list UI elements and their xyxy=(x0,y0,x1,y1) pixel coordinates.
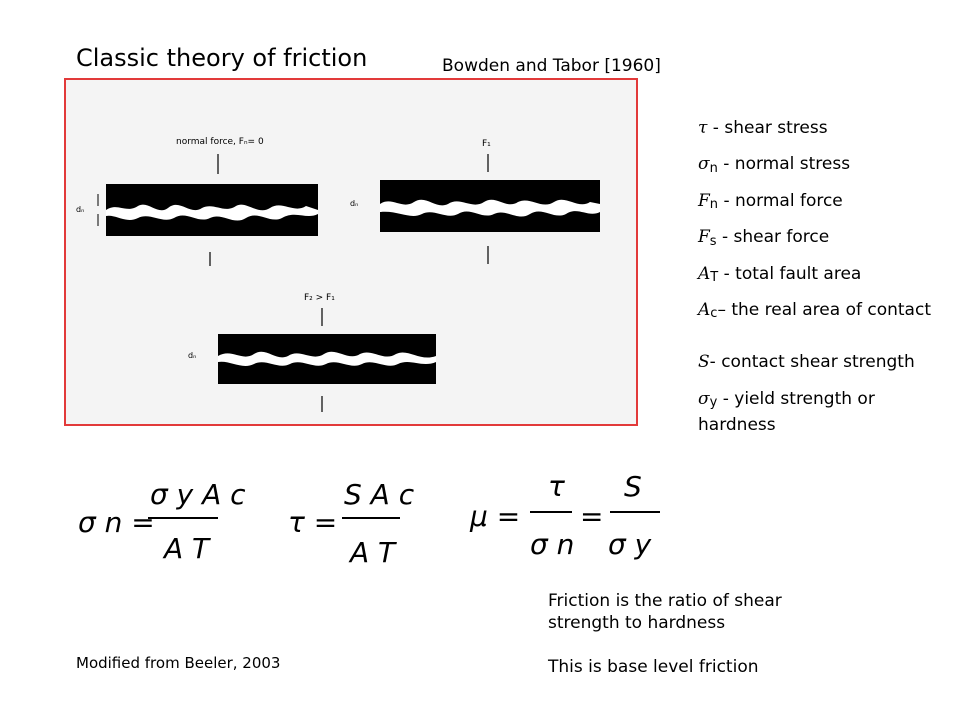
panel-2: F₁ dₙ xyxy=(350,139,600,264)
definition-sigma-n: σn - normal stress xyxy=(698,154,851,176)
friction-note: Friction is the ratio of shear strength … xyxy=(548,590,848,678)
definition-fn: Fn - normal force xyxy=(698,190,843,213)
friction-note-line2: This is base level friction xyxy=(548,657,759,677)
friction-note-line1: Friction is the ratio of shear strength … xyxy=(548,591,782,633)
asperity-diagram: normal force, Fₙ= 0 dₙ F₁ dₙ F₂ > F₁ dₙ xyxy=(76,137,600,412)
svg-text:τ =: τ = xyxy=(288,506,337,539)
svg-text:μ =: μ = xyxy=(469,500,520,533)
svg-text:A T: A T xyxy=(348,536,397,569)
panel-3: F₂ > F₁ dₙ xyxy=(188,293,436,412)
panel-1-gap-label: dₙ xyxy=(76,205,84,214)
svg-text:σ y A c: σ y A c xyxy=(150,478,246,511)
svg-text:τ: τ xyxy=(548,470,565,503)
svg-text:σ n =: σ n = xyxy=(78,506,155,539)
panel-1: normal force, Fₙ= 0 dₙ xyxy=(76,137,318,266)
equations: σ n = σ y A c A T τ = S A c A T μ = τ σ … xyxy=(78,470,660,569)
panel-2-label: F₁ xyxy=(482,139,491,149)
svg-text:σ y: σ y xyxy=(608,528,652,561)
panel-2-gap-label: dₙ xyxy=(350,199,358,208)
equation-shear-stress: τ = S A c A T xyxy=(288,478,415,569)
panel-3-gap-label: dₙ xyxy=(188,351,196,360)
slide-title: Classic theory of friction xyxy=(76,44,368,72)
figure-caption: Modified from Beeler, 2003 xyxy=(76,654,281,672)
definition-sigma-y: σy - yield strength or hardness xyxy=(698,388,875,436)
symbol-definitions: τ - shear stress σn - normal stress Fn -… xyxy=(698,118,948,445)
svg-text:σ n: σ n xyxy=(530,528,574,561)
svg-text:S A c: S A c xyxy=(344,478,415,511)
equation-friction-coefficient: μ = τ σ n = S σ y xyxy=(469,470,660,561)
svg-text:A T: A T xyxy=(162,532,211,565)
reference-citation: Bowden and Tabor [1960] xyxy=(442,56,661,76)
definition-at: AT - total fault area xyxy=(698,263,862,285)
panel-1-label: normal force, Fₙ= 0 xyxy=(176,137,264,147)
asperity-figure: normal force, Fₙ= 0 dₙ F₁ dₙ F₂ > F₁ dₙ xyxy=(64,78,638,426)
definition-tau: τ - shear stress xyxy=(698,118,828,138)
equation-normal-stress: σ n = σ y A c A T xyxy=(78,478,246,565)
panel-3-label: F₂ > F₁ xyxy=(304,293,335,303)
definition-ac: Ac– the real area of contact xyxy=(698,299,931,322)
svg-text:S: S xyxy=(624,470,642,503)
definition-s: S- contact shear strength xyxy=(698,352,915,373)
definition-fs: Fs - shear force xyxy=(698,227,830,249)
svg-text:=: = xyxy=(580,500,603,533)
